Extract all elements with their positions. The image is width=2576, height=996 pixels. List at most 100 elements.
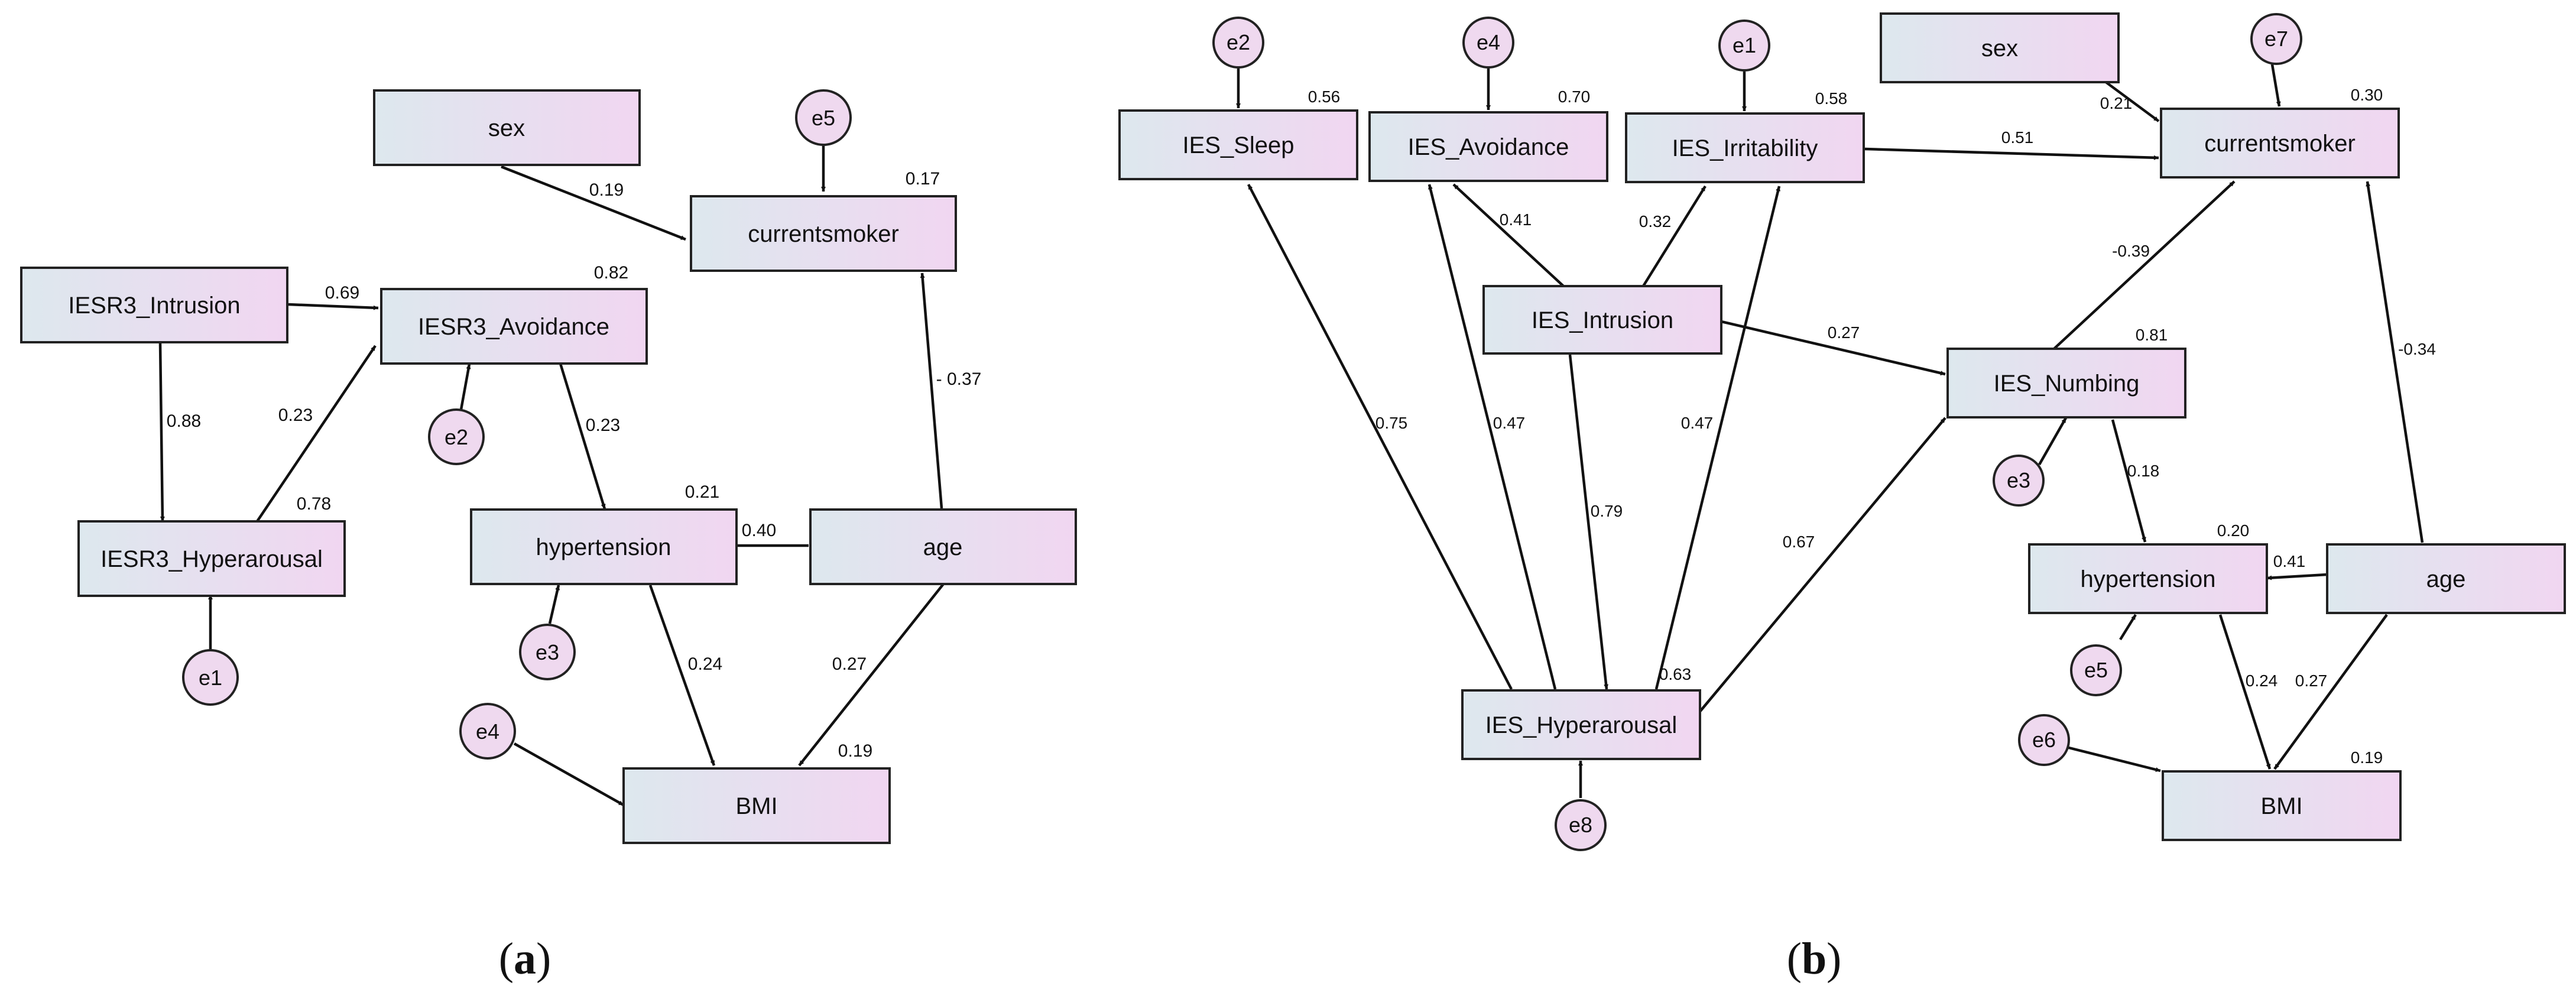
- r2-b-currentsmoker: 0.30: [2351, 86, 2383, 104]
- node-bmi: BMI: [622, 767, 891, 844]
- edge-intrusion-irritability: [1642, 185, 1706, 287]
- node-b-sleep-label: IES_Sleep: [1182, 132, 1294, 158]
- edge-hyperarousal-numbing: [1698, 417, 1946, 714]
- node-avoidance-label: IESR3_Avoidance: [418, 314, 609, 340]
- coef-b-age-bmi: 0.27: [2295, 671, 2328, 690]
- node-b-age-label: age: [2426, 566, 2466, 592]
- error-b-e2-label: e2: [1227, 30, 1250, 54]
- node-b-irritability: IES_Irritability: [1625, 112, 1865, 183]
- coef-sex-smoker: 0.19: [589, 180, 624, 200]
- caption-b-close: ): [1826, 934, 1841, 984]
- node-b-intrusion-label: IES_Intrusion: [1532, 307, 1673, 333]
- r2-b-numbing: 0.81: [2136, 326, 2168, 344]
- error-e5-label: e5: [812, 106, 835, 130]
- error-b-e2: e2: [1212, 17, 1264, 69]
- node-age-label: age: [923, 534, 963, 560]
- error-b-e1-label: e1: [1733, 33, 1756, 57]
- edge-age-bmi: [2273, 614, 2388, 770]
- caption-b: ( b ): [1787, 934, 1842, 984]
- error-e1-label: e1: [199, 666, 222, 690]
- coef-b-numbing-hypertension: 0.18: [2127, 462, 2160, 480]
- r2-b-sleep: 0.56: [1308, 87, 1341, 106]
- coef-b-hyperarousal-irritability: 0.47: [1681, 414, 1714, 432]
- edge-sex-smoker: [2103, 80, 2160, 122]
- coef-age-smoker: - 0.37: [936, 369, 982, 389]
- coef-b-hyperarousal-numbing: 0.67: [1783, 533, 1815, 551]
- coef-b-intrusion-numbing: 0.27: [1828, 323, 1860, 342]
- edge-sex-currentsmoker: [501, 165, 686, 241]
- caption-a: ( a ): [499, 934, 551, 984]
- node-currentsmoker-label: currentsmoker: [748, 221, 899, 247]
- panel-a-nodes: sex currentsmoker IESR3_Intrusion IESR3_…: [20, 89, 1077, 844]
- node-hypertension-label: hypertension: [536, 534, 671, 560]
- error-b-e6: e6: [2018, 714, 2070, 766]
- edge-age-currentsmoker: [920, 272, 943, 509]
- coef-intrusion-avoidance: 0.69: [325, 283, 359, 303]
- coef-b-age-hypertension: 0.41: [2273, 552, 2306, 570]
- edge-intrusion-numbing: [1721, 320, 1946, 376]
- r2-b-irritability: 0.58: [1815, 89, 1848, 108]
- edge-age-smoker: [2366, 181, 2424, 543]
- panel-a-paths: 0.19 0.69 0.88 0.23 0.23 - 0.37 0.40 0.2…: [167, 180, 982, 674]
- coef-b-irritability-smoker: 0.51: [2001, 128, 2034, 147]
- error-e3-label: e3: [536, 640, 559, 664]
- panel-b: IES_Sleep IES_Avoidance IES_Irritability…: [1118, 12, 2566, 984]
- edge-numbing-hypertension: [2111, 419, 2147, 543]
- coef-age-hypertension: 0.40: [742, 521, 776, 540]
- edge-numbing-smoker: [2053, 180, 2236, 350]
- panel-b-nodes: IES_Sleep IES_Avoidance IES_Irritability…: [1118, 12, 2566, 841]
- error-b-e6-label: e6: [2032, 728, 2056, 752]
- coef-b-sex-smoker: 0.21: [2100, 94, 2133, 112]
- error-e3: e3: [519, 624, 576, 680]
- error-e2: e2: [428, 408, 485, 465]
- r2-avoidance: 0.82: [594, 263, 628, 283]
- panel-b-r2: 0.56 0.70 0.58 0.30 0.81 0.20 0.63 0.19: [1308, 86, 2383, 767]
- coef-avoidance-hypertension: 0.23: [586, 416, 620, 435]
- error-b-e3: e3: [1993, 455, 2045, 507]
- error-e4-label: e4: [476, 719, 499, 744]
- caption-a-letter: a: [514, 934, 536, 984]
- node-b-hyperarousal: IES_Hyperarousal: [1461, 689, 1701, 760]
- error-e2-label: e2: [445, 425, 468, 449]
- edge-hyperarousal-avoidance: [1427, 184, 1557, 690]
- node-hyperarousal-label: IESR3_Hyperarousal: [100, 546, 323, 572]
- node-bmi-label: BMI: [735, 793, 777, 819]
- edge-hypertension-bmi: [648, 585, 716, 766]
- edge-intrusion-hyperarousal: [1568, 354, 1609, 690]
- r2-hypertension: 0.21: [685, 482, 719, 502]
- edge-e6-bmi: [2066, 745, 2161, 773]
- edge-hyperarousal-sleep: [1247, 183, 1513, 690]
- coef-b-numbing-smoker: -0.39: [2112, 242, 2150, 260]
- node-b-avoidance-label: IES_Avoidance: [1408, 134, 1569, 160]
- edge-e3-hypertension: [548, 585, 560, 624]
- error-b-e4: e4: [1462, 17, 1514, 69]
- caption-b-letter: b: [1802, 934, 1826, 984]
- r2-b-hypertension: 0.20: [2217, 521, 2250, 540]
- error-e4: e4: [459, 703, 516, 760]
- panel-a-r2: 0.17 0.82 0.78 0.21 0.19: [297, 169, 940, 761]
- node-sex-label: sex: [488, 115, 525, 141]
- edge-hypertension-bmi: [2218, 614, 2272, 770]
- node-avoidance: IESR3_Avoidance: [380, 288, 648, 365]
- node-b-numbing: IES_Numbing: [1946, 348, 2186, 418]
- edge-intrusion-avoidance: [288, 303, 379, 310]
- node-b-age: age: [2326, 543, 2566, 614]
- error-b-e5: e5: [2070, 644, 2122, 696]
- r2-b-avoidance: 0.70: [1558, 87, 1591, 106]
- error-b-e5-label: e5: [2084, 658, 2108, 682]
- panel-b-edges: [1236, 64, 2424, 798]
- caption-b-open: (: [1787, 934, 1802, 984]
- error-b-e7-label: e7: [2264, 27, 2288, 51]
- panel-a-edges: [158, 145, 945, 806]
- node-b-hypertension-label: hypertension: [2080, 566, 2215, 592]
- node-b-bmi-label: BMI: [2260, 793, 2302, 819]
- node-b-hyperarousal-label: IES_Hyperarousal: [1485, 712, 1678, 738]
- node-intrusion-label: IESR3_Intrusion: [68, 293, 240, 319]
- edge-e5-hypertension: [2119, 614, 2137, 641]
- r2-b-hyperarousal: 0.63: [1659, 665, 1692, 683]
- node-b-intrusion: IES_Intrusion: [1482, 285, 1722, 355]
- r2-currentsmoker: 0.17: [906, 169, 940, 189]
- panel-a-errors: e1 e2 e3 e4 e5: [182, 89, 852, 760]
- coef-hypertension-bmi: 0.24: [688, 654, 722, 674]
